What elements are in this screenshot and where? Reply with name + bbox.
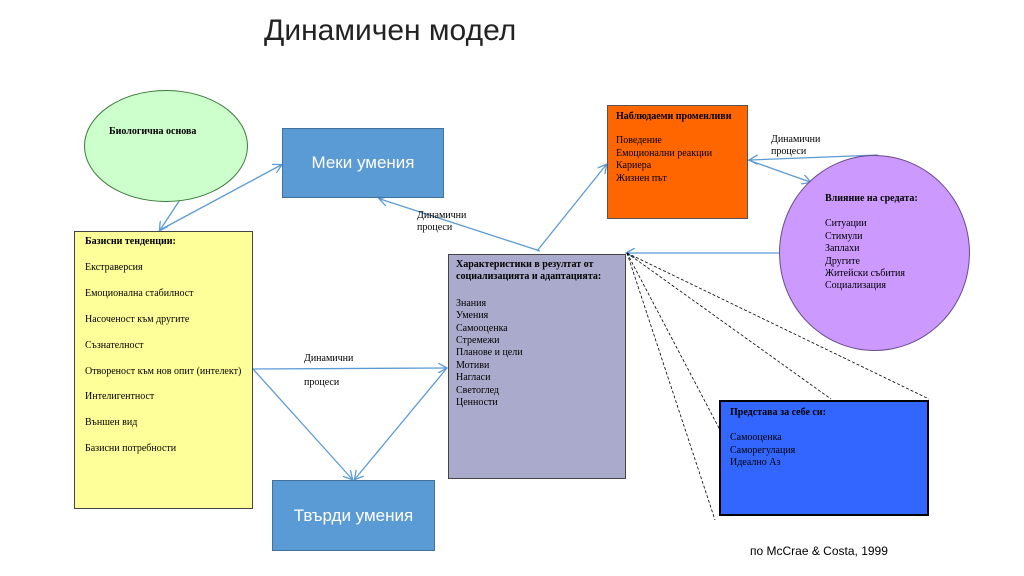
self-image-item: Саморегулация — [730, 444, 796, 456]
basic-item: Съзнателност — [85, 339, 144, 351]
observable-item: Емоционални реакции — [616, 147, 713, 159]
characteristics-item: Ценности — [456, 397, 498, 409]
characteristics-item: Стремежи — [456, 335, 500, 347]
arrow-chars-to-soft — [380, 199, 541, 252]
biological-basis-ellipse: Биологична основа — [84, 90, 248, 202]
observable-item: Поведение — [616, 135, 662, 147]
note-line: Динамични — [304, 353, 354, 364]
characteristics-item: Мотиви — [456, 359, 490, 371]
environment-heading: Влияние на средата: — [825, 193, 918, 204]
note-line: Динамични — [771, 134, 821, 145]
basic-item: Интелигентност — [85, 391, 155, 403]
observable-item: Кариера — [616, 160, 652, 172]
arrow-observ-to-env — [747, 159, 810, 182]
biological-basis-label: Биологична основа — [109, 126, 197, 137]
basic-item: Базисни потребности — [85, 443, 177, 455]
arrow-basic-to-chars — [252, 368, 446, 369]
characteristics-item: Знания — [456, 297, 487, 309]
note-line: Динамични — [417, 210, 467, 221]
basic-item: Външен вид — [85, 417, 138, 429]
environment-item: Заплахи — [825, 243, 860, 255]
observable-heading: Наблюдаеми променливи — [616, 111, 732, 122]
characteristics-item: Планове и цели — [456, 347, 523, 359]
environment-item: Стимули — [825, 230, 863, 242]
dashed-link-4 — [626, 252, 930, 400]
characteristics-item: Светоглед — [456, 384, 499, 396]
arrow-basic-to-soft — [159, 165, 281, 231]
hard-skills-box: Твърди умения — [272, 480, 435, 551]
soft-skills-box: Меки умения — [282, 128, 444, 198]
dynamic-processes-note-left: Динамични процеси — [304, 353, 353, 390]
basic-tendencies-box: Базисни тенденции: Екстраверсия Емоциона… — [74, 231, 253, 509]
environment-item: Социализация — [825, 280, 886, 292]
page-title: Динамичен модел — [264, 14, 517, 47]
basic-item: Екстраверсия — [85, 261, 143, 273]
note-line: процеси — [771, 146, 807, 158]
characteristics-item: Самооценка — [456, 322, 508, 334]
basic-item: Емоционална стабилност — [85, 287, 194, 299]
dynamic-processes-note-top: Динамични процеси — [771, 134, 820, 159]
observable-variables-box: Наблюдаеми променливи Поведение Емоциона… — [607, 105, 748, 219]
basic-tendencies-heading: Базисни тенденции: — [85, 236, 176, 247]
characteristics-item: Нагласи — [456, 372, 491, 384]
environment-item: Ситуации — [825, 218, 867, 230]
arrow-chars-to-hard — [355, 367, 448, 479]
soft-skills-label: Меки умения — [311, 153, 415, 172]
hard-skills-label: Твърди умения — [293, 505, 414, 525]
arrow-chars-to-observ — [536, 165, 606, 252]
environment-influence-ellipse: Влияние на средата: Ситуации Стимули Зап… — [779, 155, 970, 351]
self-image-box: Представа за себе си: Самооценка Саморег… — [719, 400, 929, 516]
characteristics-heading: Характеристики в резултат от социализаци… — [456, 259, 602, 283]
dashed-link-1 — [626, 252, 716, 521]
self-image-item: Идеално Аз — [730, 457, 781, 469]
environment-item: Житейски събития — [825, 268, 905, 280]
note-line: процеси — [304, 377, 340, 389]
note-line: процеси — [417, 222, 453, 234]
self-image-heading: Представа за себе си: — [730, 407, 826, 418]
characteristics-item: Умения — [456, 310, 489, 322]
environment-item: Другите — [825, 255, 860, 267]
basic-item: Отвореност към нов опит (интелект) — [85, 365, 242, 377]
dynamic-processes-note-mid: Динамични процеси — [417, 210, 466, 235]
characteristics-box: Характеристики в резултат от социализаци… — [448, 254, 626, 479]
basic-item: Насоченост към другите — [85, 313, 190, 325]
source-citation: по McCrae & Costa, 1999 — [750, 544, 888, 558]
arrow-basic-to-hard — [252, 368, 352, 479]
self-image-item: Самооценка — [730, 432, 782, 444]
observable-item: Жизнен път — [616, 172, 667, 184]
dashed-link-2 — [626, 252, 721, 431]
dashed-link-3 — [626, 252, 832, 400]
